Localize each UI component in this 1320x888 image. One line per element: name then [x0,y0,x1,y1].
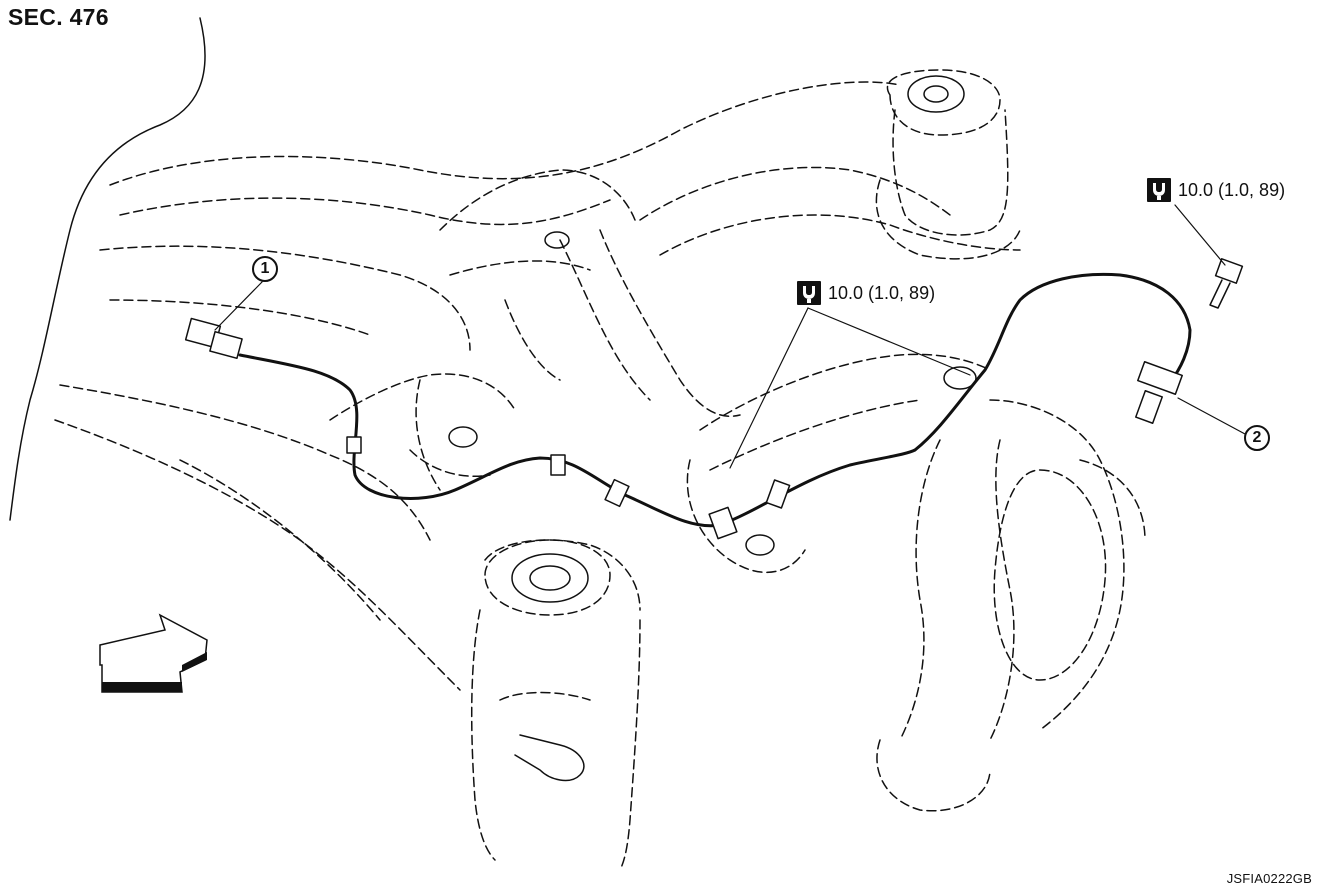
callout-connector: 1 [252,256,278,282]
leader-lines [214,204,1246,469]
mounting-bolt [1209,258,1244,309]
torque-value: 10.0 (1.0, 89) [1178,179,1286,200]
body-outline [9,17,206,521]
callout-wheel-sensor: 2 [1244,425,1270,451]
figure-code: JSFIA0222GB [1226,871,1312,886]
torque-spec-bolt: 10.0 (1.0, 89) [1147,178,1285,202]
wheel-sensor [1135,361,1183,424]
torque-wrench-icon [1147,178,1171,202]
section-label: SEC. 476 [8,4,109,30]
bushing-details [448,75,977,782]
sensor-harness [238,272,1192,528]
harness-clips [346,436,791,540]
front-direction-arrow-icon [99,613,208,693]
torque-wrench-icon [797,281,821,305]
torque-spec-clamp: 10.0 (1.0, 89) [797,281,935,305]
harness-connector [184,317,243,360]
torque-value: 10.0 (1.0, 89) [828,282,936,303]
suspension-member [54,69,1146,871]
